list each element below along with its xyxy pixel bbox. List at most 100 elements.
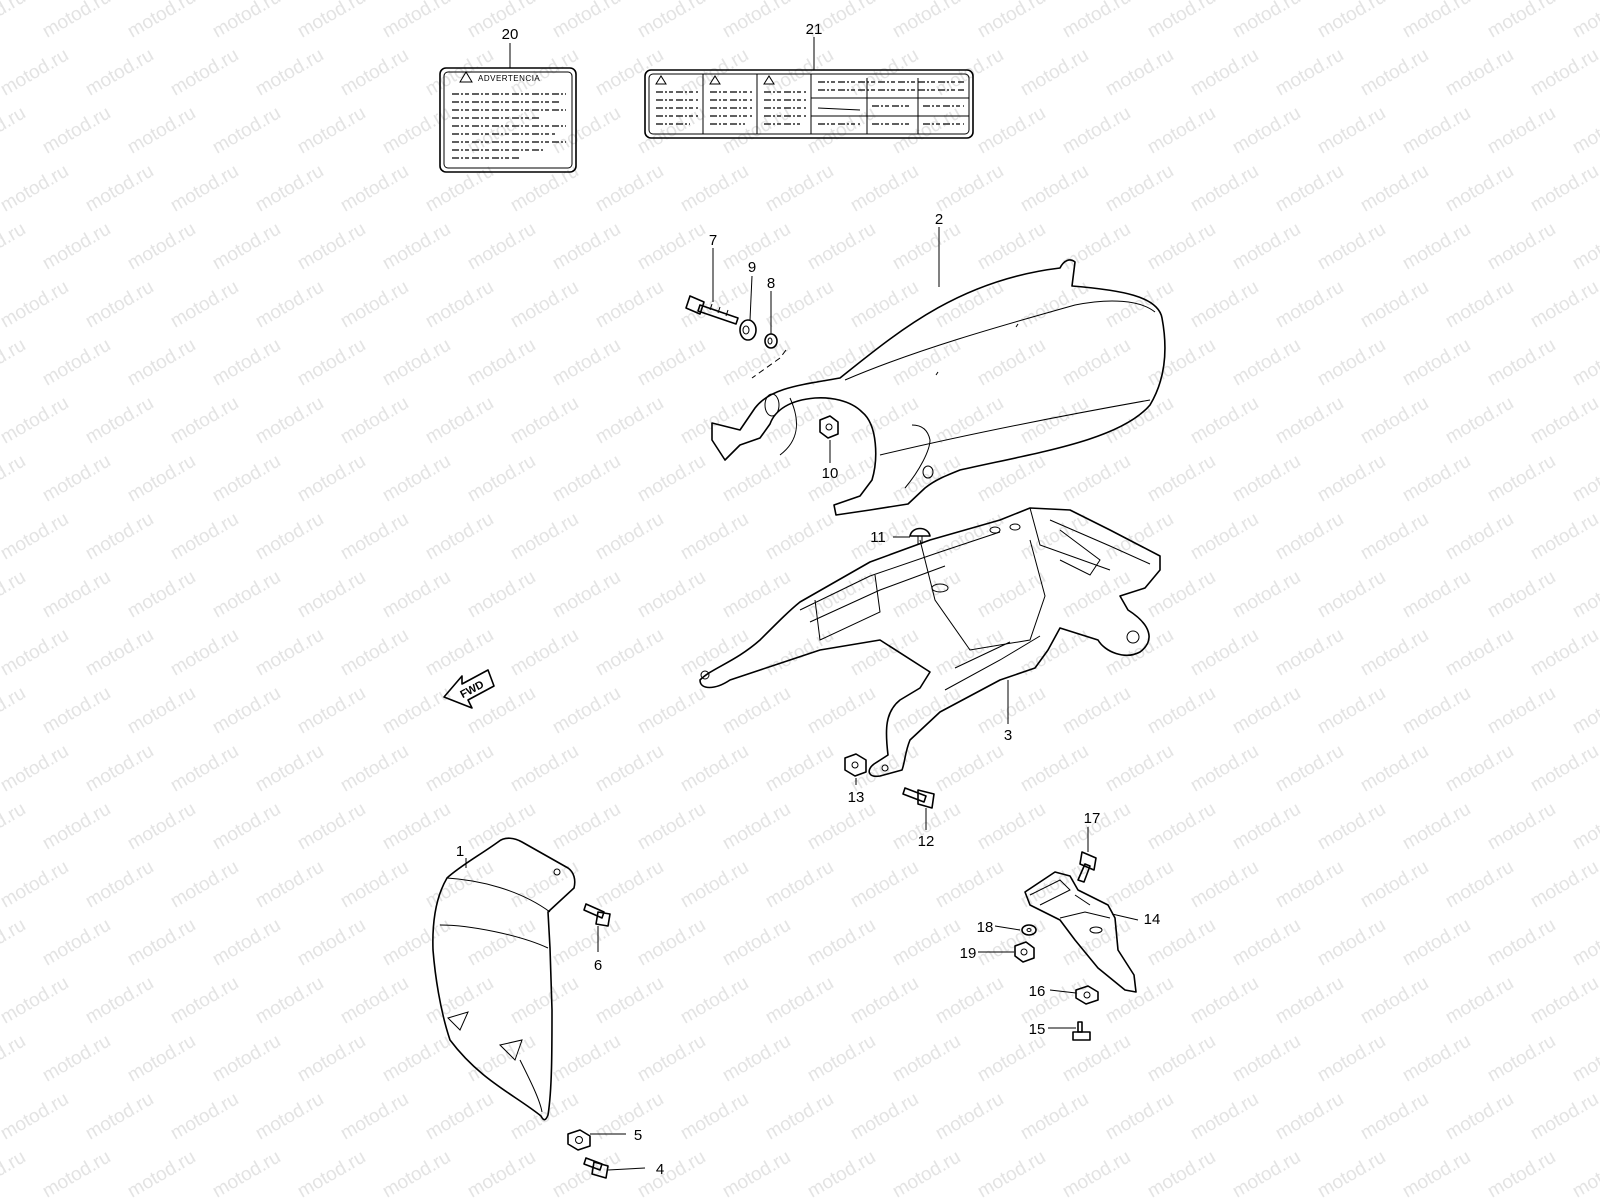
callout-13: 13 (848, 789, 865, 806)
nut-part-16[interactable] (1075, 985, 1099, 1005)
bolt-part-6[interactable] (583, 903, 611, 927)
watermark-text: motod.ru (1484, 219, 1559, 275)
watermark-text: motod.ru (1569, 683, 1600, 739)
watermark-text: motod.ru (1357, 857, 1432, 913)
warning-triangle-icon (763, 75, 775, 85)
watermark-text: motod.ru (1442, 1089, 1517, 1145)
watermark-text: motod.ru (209, 451, 284, 507)
watermark-text: motod.ru (1144, 451, 1219, 507)
watermark-text: motod.ru (677, 509, 752, 565)
watermark-text: motod.ru (1229, 683, 1304, 739)
bolt-part-4[interactable] (583, 1157, 609, 1179)
nut-part-19[interactable] (1014, 941, 1035, 963)
watermark-text: motod.ru (804, 915, 879, 971)
watermark-text: motod.ru (82, 45, 157, 101)
watermark-text: motod.ru (1399, 1147, 1474, 1200)
callout-9: 9 (748, 259, 756, 276)
watermark-text: motod.ru (422, 973, 497, 1029)
watermark-text: motod.ru (124, 219, 199, 275)
warning-triangle-icon (459, 71, 473, 83)
watermark-text: motod.ru (932, 857, 1007, 913)
watermark-text: motod.ru (1229, 451, 1304, 507)
bracket-part-14[interactable] (1024, 871, 1137, 993)
watermark-text: motod.ru (422, 741, 497, 797)
watermark-text: motod.ru (719, 683, 794, 739)
watermark-text: motod.ru (1569, 1031, 1600, 1087)
watermark-text: motod.ru (932, 393, 1007, 449)
watermark-text: motod.ru (974, 0, 1049, 42)
watermark-text: motod.ru (1059, 683, 1134, 739)
nut-part-5[interactable] (567, 1129, 591, 1151)
watermark-text: motod.ru (294, 799, 369, 855)
watermark-text: motod.ru (974, 799, 1049, 855)
bolt-part-17[interactable] (1077, 851, 1097, 883)
watermark-text: motod.ru (677, 161, 752, 217)
watermark-text: motod.ru (719, 567, 794, 623)
bolt-part-7[interactable] (685, 295, 739, 325)
watermark-text: motod.ru (1229, 1147, 1304, 1200)
watermark-text: motod.ru (39, 1031, 114, 1087)
watermark-text: motod.ru (1272, 393, 1347, 449)
watermark-text: motod.ru (1187, 625, 1262, 681)
watermark-text: motod.ru (762, 625, 837, 681)
watermark-text: motod.ru (1314, 451, 1389, 507)
watermark-text: motod.ru (762, 973, 837, 1029)
watermark-text: motod.ru (1484, 335, 1559, 391)
watermark-text: motod.ru (294, 219, 369, 275)
grommet-part-11[interactable] (909, 527, 931, 545)
watermark-text: motod.ru (634, 0, 709, 42)
watermark-text: motod.ru (1017, 1089, 1092, 1145)
watermark-text: motod.ru (1527, 277, 1600, 333)
nut-part-10[interactable] (819, 415, 839, 439)
bolt-part-12[interactable] (902, 787, 935, 809)
watermark-text: motod.ru (847, 625, 922, 681)
watermark-text: motod.ru (549, 219, 624, 275)
watermark-text: motod.ru (974, 567, 1049, 623)
watermark-text: motod.ru (124, 103, 199, 159)
callout-7: 7 (709, 232, 717, 249)
watermark-text: motod.ru (124, 1031, 199, 1087)
rear-carrier-frame-part-3[interactable] (699, 507, 1161, 778)
watermark-text: motod.ru (592, 625, 667, 681)
watermark-text: motod.ru (804, 451, 879, 507)
watermark-text: motod.ru (379, 451, 454, 507)
watermark-text: motod.ru (82, 625, 157, 681)
watermark-text: motod.ru (719, 1147, 794, 1200)
rear-fender-part-2[interactable] (711, 259, 1166, 516)
watermark-text: motod.ru (1399, 799, 1474, 855)
watermark-text: motod.ru (1272, 277, 1347, 333)
watermark-text: motod.ru (719, 335, 794, 391)
watermark-text: motod.ru (1144, 1031, 1219, 1087)
watermark-text: motod.ru (804, 567, 879, 623)
watermark-text: motod.ru (592, 509, 667, 565)
watermark-text: motod.ru (252, 741, 327, 797)
watermark-text: motod.ru (1357, 625, 1432, 681)
watermark-text: motod.ru (209, 103, 284, 159)
watermark-text: motod.ru (39, 103, 114, 159)
watermark-text: motod.ru (1569, 219, 1600, 275)
watermark-text: motod.ru (0, 1147, 29, 1200)
watermark-text: motod.ru (847, 741, 922, 797)
watermark-text: motod.ru (1442, 161, 1517, 217)
watermark-text: motod.ru (1484, 103, 1559, 159)
watermark-text: motod.ru (464, 1031, 539, 1087)
watermark-text: motod.ru (1187, 509, 1262, 565)
warning-label-sticker-20[interactable]: ADVERTENCIA (439, 67, 577, 173)
watermark-text: motod.ru (1059, 219, 1134, 275)
watermark-text: motod.ru (209, 1031, 284, 1087)
inner-mudguard-part-1[interactable] (432, 837, 576, 1121)
watermark-text: motod.ru (932, 741, 1007, 797)
watermark-text: motod.ru (1187, 741, 1262, 797)
watermark-text: motod.ru (379, 1147, 454, 1200)
warning-triangle-icon (709, 75, 721, 85)
info-label-sticker-21[interactable] (644, 69, 974, 139)
washer-part-18[interactable] (1021, 924, 1037, 936)
callout-20: 20 (502, 26, 519, 43)
nut-part-13[interactable] (844, 753, 867, 777)
watermark-text: motod.ru (1059, 915, 1134, 971)
watermark-text: motod.ru (1569, 0, 1600, 42)
watermark-text: motod.ru (1442, 741, 1517, 797)
watermark-text: motod.ru (39, 451, 114, 507)
bolt-part-15[interactable] (1072, 1021, 1091, 1041)
washer-part-9[interactable] (739, 319, 757, 341)
